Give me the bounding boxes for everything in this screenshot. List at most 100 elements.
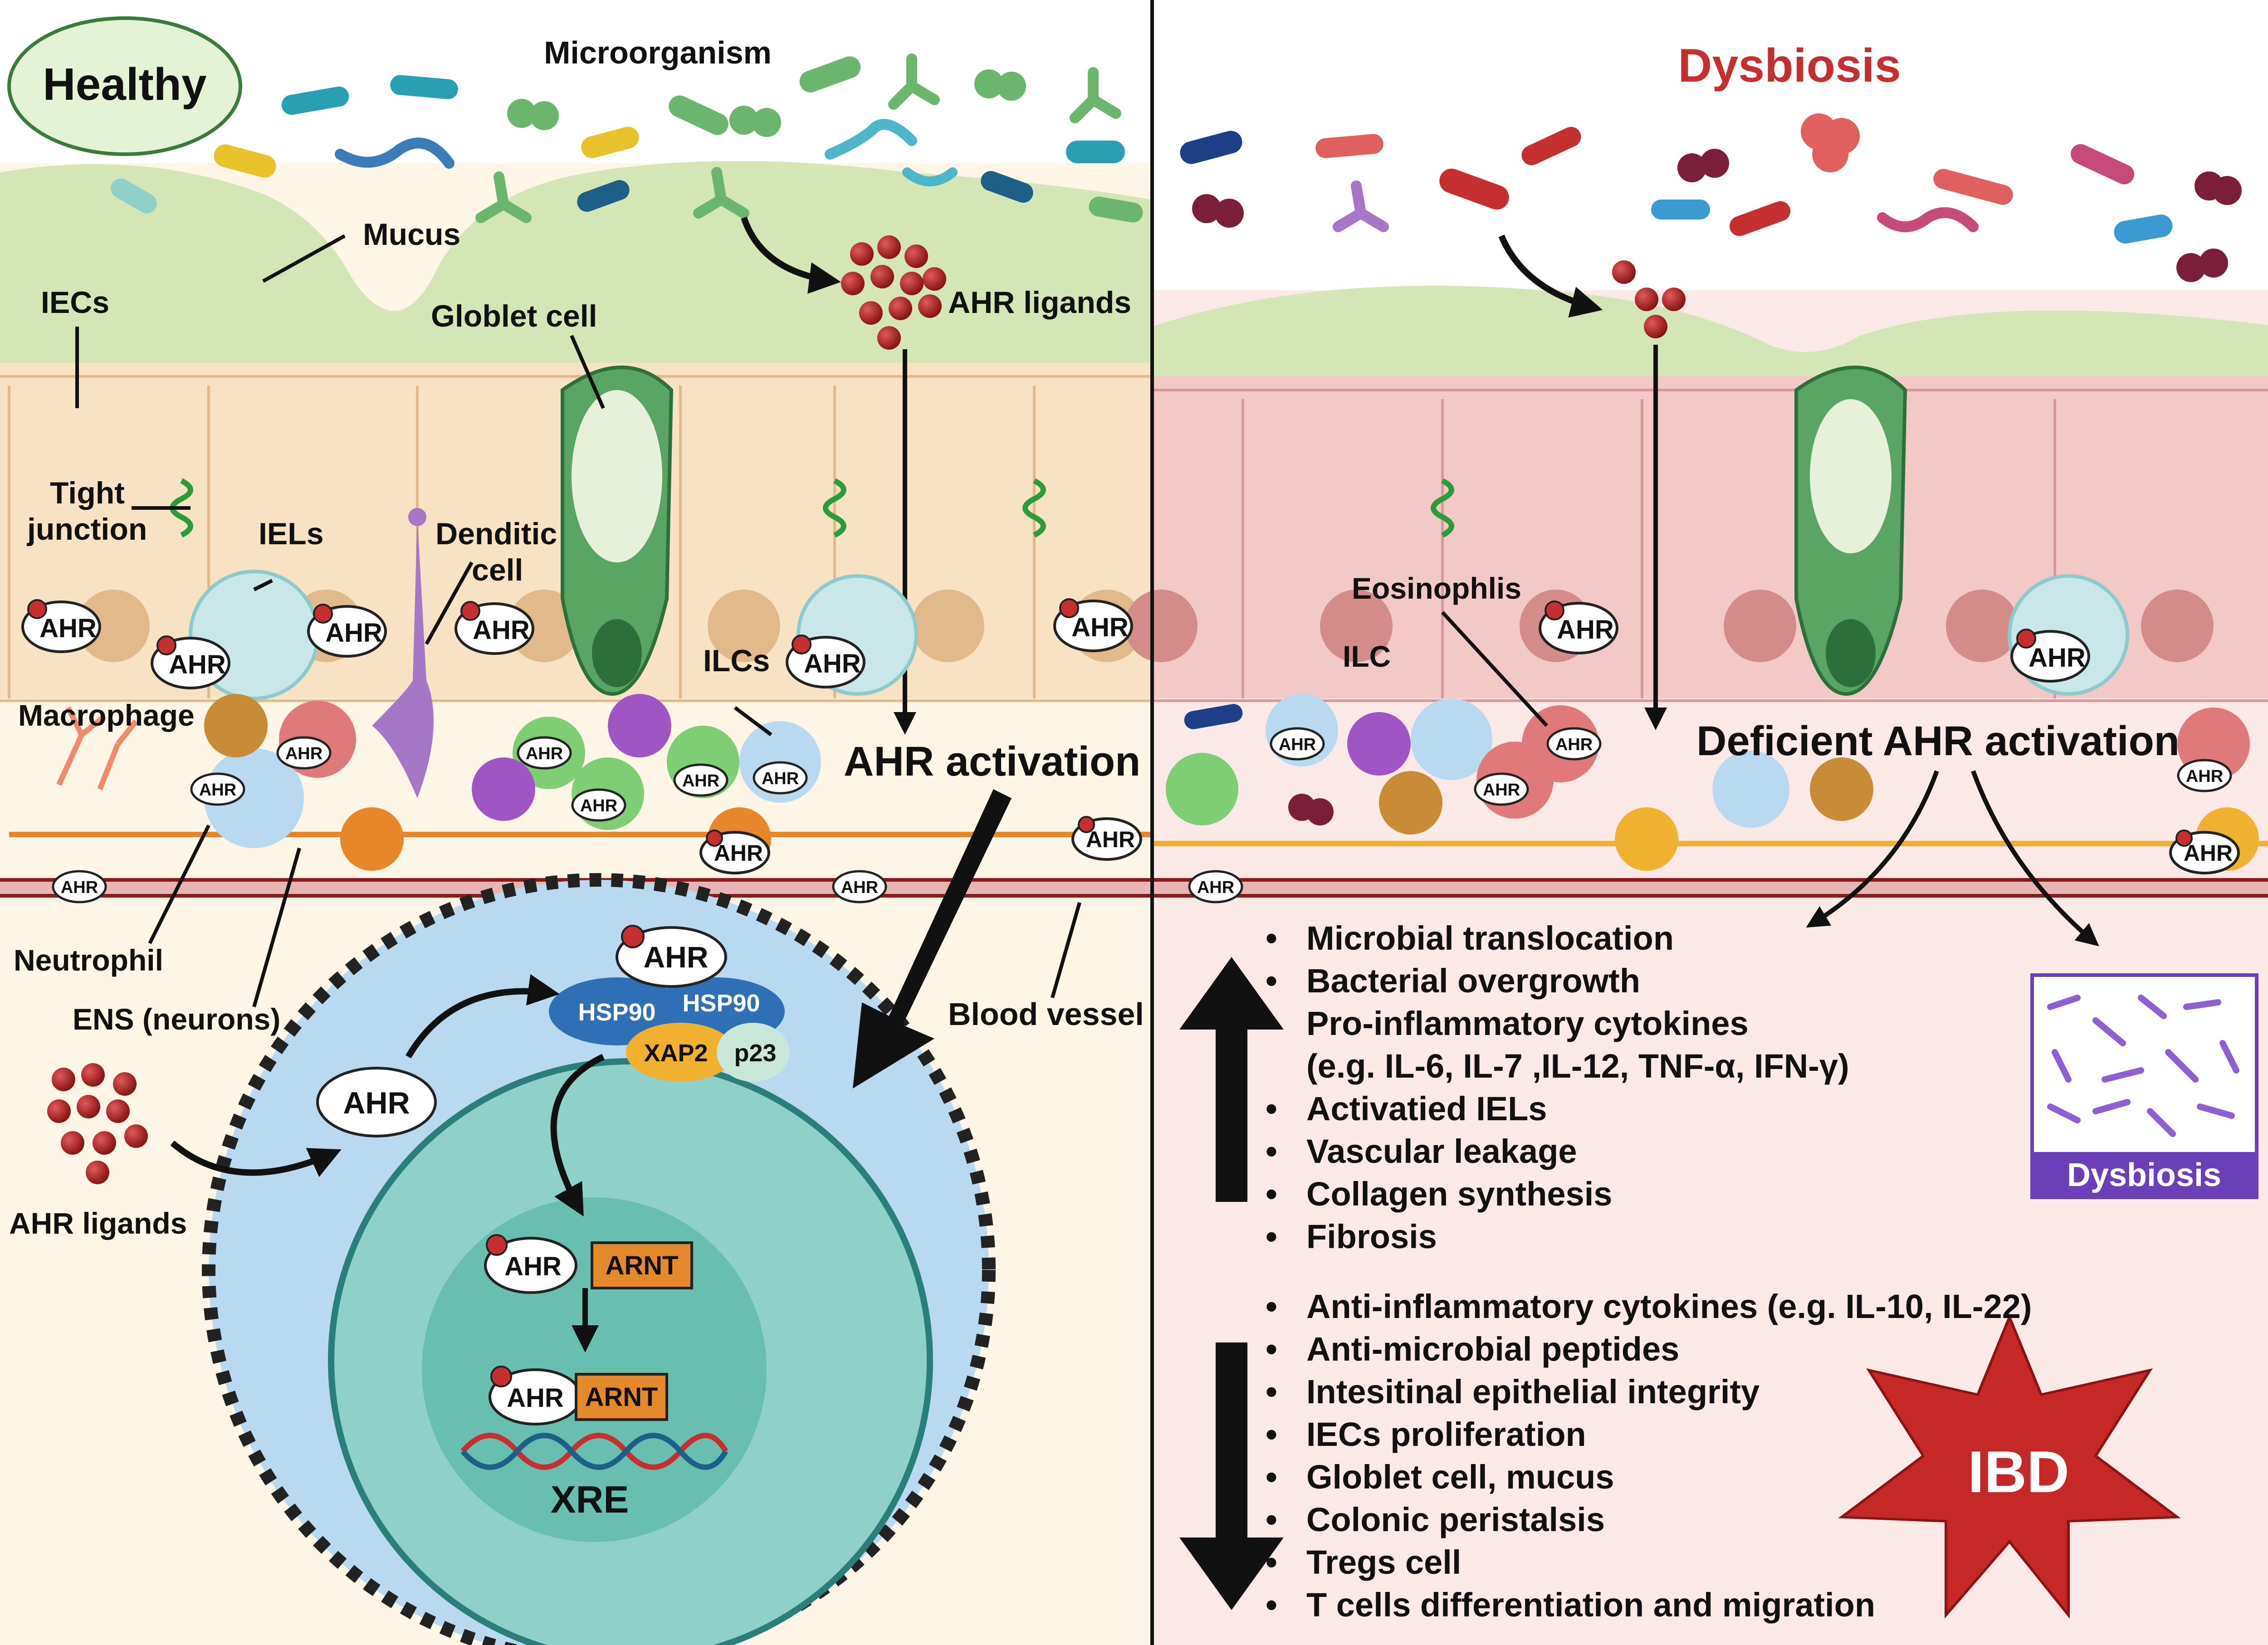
label-dendritic-2: cell <box>472 553 523 587</box>
label-microorganism: Microorganism <box>544 35 772 70</box>
ahr-badge: AHR <box>1071 816 1142 861</box>
label-ens-neurons: ENS (neurons) <box>73 1002 280 1036</box>
ahr-badge: AHR <box>2010 629 2090 683</box>
dysbiosis-box-label: Dysbiosis <box>2067 1157 2221 1193</box>
label-mucus: Mucus <box>363 217 460 252</box>
svg-text:AHR: AHR <box>473 615 530 645</box>
goblet-cell-healthy <box>561 366 674 696</box>
ahr-badges: AHR AHR AHR AHR AHR AHR AHR AHR AHR AHR … <box>21 598 2240 903</box>
increased-effect: Collagen synthesis <box>1266 1173 1849 1215</box>
svg-text:AHR: AHR <box>285 744 323 763</box>
svg-text:AHR: AHR <box>169 650 226 679</box>
dysbiosis-mucus-layer <box>1152 286 2268 376</box>
increase-arrow <box>1179 957 1284 1202</box>
svg-text:AHR: AHR <box>507 1383 564 1413</box>
svg-text:AHR: AHR <box>644 940 709 974</box>
decreased-effect: T cells differentiation and migration <box>1266 1584 2032 1626</box>
label-blood-vessel: Blood vessel <box>948 996 1144 1032</box>
xap2-label: XAP2 <box>644 1040 708 1067</box>
xap2-shape <box>626 1023 735 1082</box>
microbe-to-ligand-arrow <box>741 216 841 294</box>
ahr-badge: AHR <box>1539 600 1618 654</box>
ahr-badge: AHR <box>307 604 387 658</box>
healthy-title-badge <box>7 16 242 156</box>
svg-text:AHR: AHR <box>1557 615 1614 644</box>
pathway-ahr-nuclear: AHR <box>484 1234 577 1294</box>
decreased-effect: Tregs cell <box>1266 1541 2032 1584</box>
ahr-ligands-top-cluster <box>841 235 946 350</box>
increased-effects-list: Microbial translocation Bacterial overgr… <box>1266 917 1849 1258</box>
svg-text:AHR: AHR <box>1555 735 1593 754</box>
increased-effect: Activatied IELs <box>1266 1088 1849 1130</box>
svg-text:AHR: AHR <box>39 614 97 643</box>
label-ilcs: ILCs <box>703 644 770 678</box>
ahr-ligands-dysbiosis-cluster <box>1612 260 1686 338</box>
dysbiosis-box-footer <box>2032 1152 2257 1197</box>
increased-effect: Pro-inflammatory cytokines <box>1266 1002 1849 1045</box>
label-ilc: ILC <box>1343 639 1391 673</box>
healthy-microbes <box>111 54 1143 223</box>
svg-text:AHR: AHR <box>199 781 236 800</box>
dysbiosis-microbe-to-ligand-arrow <box>1498 234 1603 318</box>
ahr-badge-small: AHR <box>1188 870 1243 903</box>
ahr-badge-small: AHR <box>52 870 107 903</box>
label-neutrophil: Neutrophil <box>14 943 163 977</box>
svg-text:AHR: AHR <box>1197 878 1234 897</box>
svg-text:AHR: AHR <box>1483 781 1520 800</box>
blood-vessel <box>0 878 2268 898</box>
dysbiosis-lamina-propria <box>1152 698 2268 884</box>
hsp90-right-label: HSP90 <box>682 990 760 1017</box>
ahr-badge: AHR <box>786 635 865 688</box>
decrease-arrow <box>1179 1342 1284 1610</box>
label-macrophage: Macrophage <box>18 698 195 732</box>
ahr-badge-small: AHR <box>190 772 245 806</box>
ligand-into-cell-arrow <box>170 1140 342 1177</box>
svg-text:AHR: AHR <box>1071 613 1129 642</box>
xre-label: XRE <box>551 1478 629 1521</box>
p23-shape <box>717 1023 789 1082</box>
p23-label: p23 <box>734 1040 776 1067</box>
ahr-badge: AHR <box>699 830 770 874</box>
svg-text:AHR: AHR <box>682 771 719 791</box>
deficient-to-dysbiosis-arrow <box>1971 770 2099 947</box>
svg-text:AHR: AHR <box>1279 735 1316 754</box>
complex-to-nucleus-arrow <box>550 1054 605 1217</box>
ahr-badge-small: AHR <box>276 736 332 770</box>
label-tight-junction-2: junction <box>26 512 147 547</box>
increased-effect: Fibrosis <box>1266 1215 1849 1258</box>
ahr-badge-small: AHR <box>1270 727 1325 761</box>
svg-text:AHR: AHR <box>2028 643 2086 673</box>
label-deficient-ahr-activation: Deficient AHR activation <box>1696 718 2180 764</box>
label-eosinophils: Eosinophlis <box>1352 571 1521 605</box>
svg-text:AHR: AHR <box>1086 827 1135 852</box>
ahr-badge: AHR <box>21 599 101 653</box>
arnt-label-2: ARNT <box>585 1382 658 1412</box>
dysbiosis-title: Dysbiosis <box>1678 39 1901 92</box>
xre-dna-helix <box>460 1433 728 1470</box>
ahr-badge-small: AHR <box>832 870 887 903</box>
svg-text:AHR: AHR <box>343 1086 410 1120</box>
svg-text:AHR: AHR <box>841 878 878 897</box>
decreased-effect: Intesitinal epithelial integrity <box>1266 1371 2032 1413</box>
goblet-cell-dysbiosis <box>1794 366 1907 696</box>
svg-text:AHR: AHR <box>526 744 563 763</box>
increased-effect-detail: (e.g. IL-6, IL-7 ,IL-12, TNF-α, IFN-γ) <box>1306 1047 1849 1085</box>
dysbiosis-microbes <box>1180 113 2242 282</box>
label-ahr-ligands-top: AHR ligands <box>948 285 1131 320</box>
ahr-badge-small: AHR <box>1474 772 1529 806</box>
dysbiosis-cell-borders <box>1152 389 2268 698</box>
ahr-badge: AHR <box>2169 830 2240 874</box>
decreased-effect: Globlet cell, mucus <box>1266 1456 2032 1499</box>
decreased-effect: IECs proliferation <box>1266 1413 2032 1456</box>
label-leader-lines <box>75 234 1548 1008</box>
svg-text:AHR: AHR <box>504 1252 562 1281</box>
svg-text:AHR: AHR <box>2184 840 2233 866</box>
activation-big-arrow <box>853 789 1012 1089</box>
label-goblet-cell: Globlet cell <box>431 299 597 333</box>
ahr-badge-small: AHR <box>571 788 626 822</box>
decreased-effect: Anti-microbial peptides <box>1266 1328 2032 1371</box>
increased-effect: Bacterial overgrowth <box>1266 960 1849 1002</box>
ahr-badge: AHR <box>1053 598 1133 652</box>
increased-effect: Microbial translocation <box>1266 917 1849 960</box>
